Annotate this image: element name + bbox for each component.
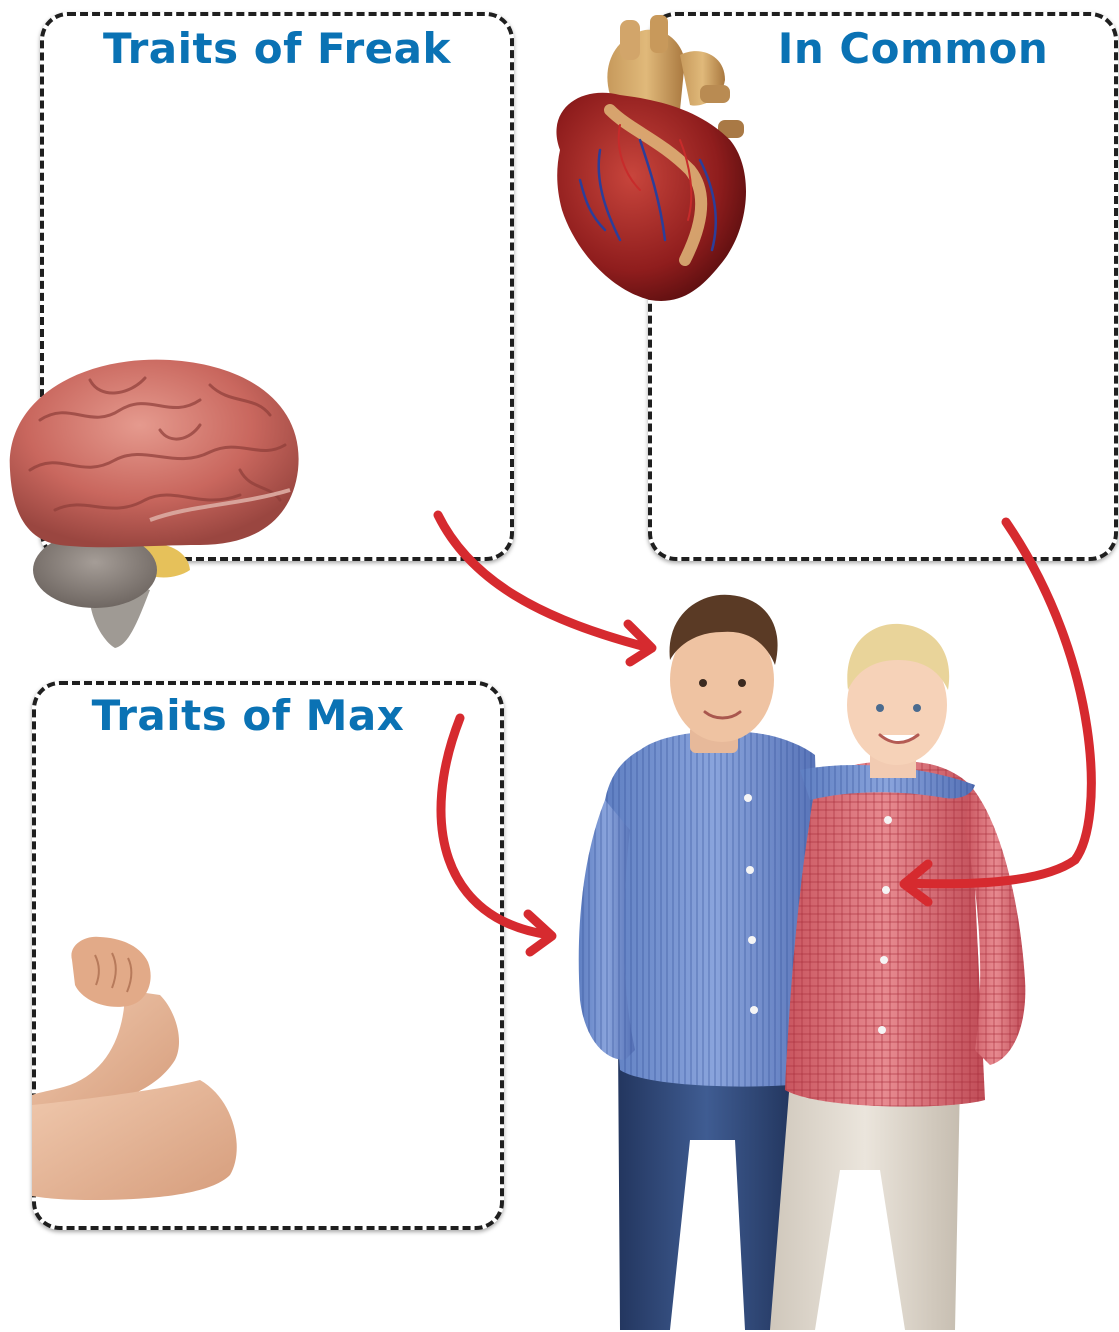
arrow-freak-to-left-boy bbox=[438, 515, 650, 648]
brain-icon bbox=[10, 360, 299, 648]
two-boys-photo bbox=[579, 595, 1026, 1330]
boy-red-shirt bbox=[770, 624, 1025, 1330]
flexed-arm-icon bbox=[32, 937, 237, 1200]
heart-icon bbox=[556, 15, 746, 301]
arrow-max-to-left-boy bbox=[441, 718, 550, 935]
